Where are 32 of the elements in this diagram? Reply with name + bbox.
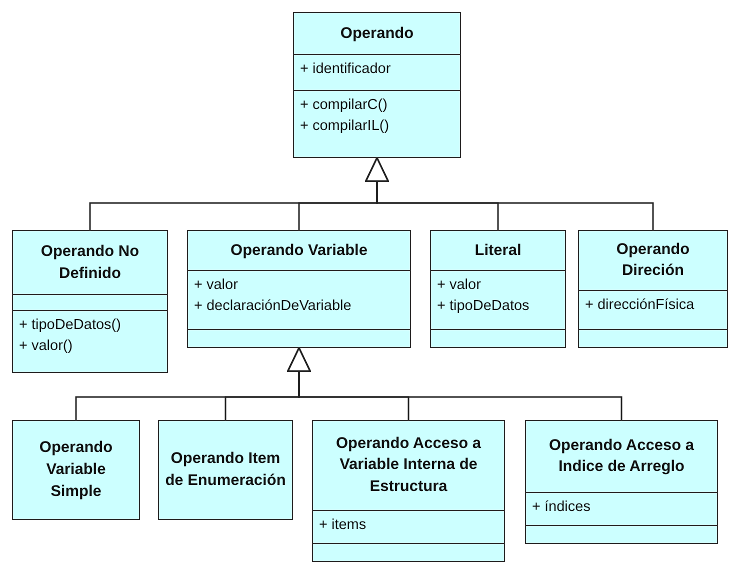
class-name: Operando Direción bbox=[615, 240, 691, 282]
class-box bbox=[312, 420, 505, 562]
attribute: + valor bbox=[194, 276, 239, 296]
class-box bbox=[12, 230, 168, 373]
class-name: Operando bbox=[340, 24, 414, 44]
class-name: Literal bbox=[474, 240, 522, 261]
method: + tipoDeDatos() bbox=[19, 316, 122, 335]
attribute: + direcciónFísica bbox=[585, 296, 696, 315]
attribute: + índices bbox=[532, 498, 592, 517]
attribute: + declaraciónDeVariable bbox=[194, 297, 352, 316]
attribute: + items bbox=[319, 516, 368, 535]
method: + compilarIL() bbox=[300, 117, 390, 136]
class-name: Operando No Definido bbox=[40, 242, 140, 284]
class-box bbox=[293, 12, 461, 158]
generalization-arrow bbox=[365, 157, 654, 230]
class-name: Operando Acceso a Variable Interna de Estructura bbox=[334, 434, 482, 498]
class-name: Operando Item de Enumeración bbox=[165, 449, 286, 491]
class-box bbox=[578, 230, 728, 348]
attribute: + identificador bbox=[300, 60, 392, 80]
method: + compilarC() bbox=[300, 96, 388, 115]
class-box bbox=[158, 420, 293, 520]
attribute: + tipoDeDatos bbox=[437, 297, 530, 316]
class-name: Operando Acceso a Indice de Arreglo bbox=[548, 436, 696, 478]
class-box bbox=[187, 230, 411, 348]
class-box bbox=[12, 420, 140, 520]
generalization-arrow bbox=[287, 347, 622, 420]
class-box bbox=[430, 230, 566, 348]
method: + valor() bbox=[19, 336, 74, 356]
class-name: Operando Variable bbox=[230, 240, 368, 261]
attribute: + valor bbox=[437, 276, 482, 296]
class-name: Operando Variable Simple bbox=[38, 438, 114, 502]
class-box bbox=[525, 420, 718, 544]
